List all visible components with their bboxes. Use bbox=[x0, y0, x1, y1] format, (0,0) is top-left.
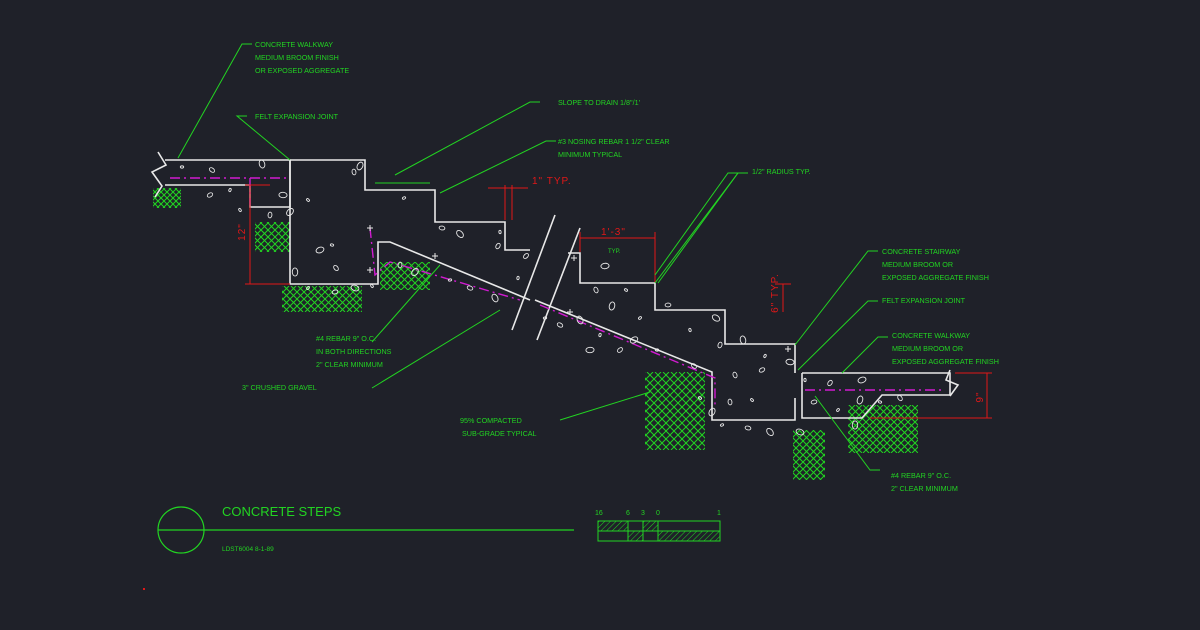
stair-lower-outline bbox=[568, 252, 796, 373]
dim-tread: 1'-3" bbox=[601, 227, 626, 238]
break-line-a bbox=[511, 214, 556, 331]
break-line-left bbox=[150, 151, 168, 198]
stair-lower-underside bbox=[534, 299, 796, 421]
note-rebar-main: #4 REBAR 9" O.C. IN BOTH DIRECTIONS 2" C… bbox=[316, 334, 393, 369]
note-felt-joint-top: FELT EXPANSION JOINT bbox=[255, 112, 339, 121]
dim-riser: 6" TYP. bbox=[770, 273, 781, 313]
scale-bar: 16 6 3 0 1 bbox=[595, 510, 721, 542]
nosing-rebar-markers bbox=[367, 225, 791, 352]
subgrade-hatching bbox=[153, 188, 918, 480]
note-rebar-bottom: #4 REBAR 9" O.C. 2" CLEAR MINIMUM bbox=[891, 471, 958, 493]
concrete-section-upper bbox=[150, 151, 531, 301]
break-line-right bbox=[944, 369, 960, 397]
note-gravel: 3" CRUSHED GRAVEL bbox=[242, 383, 317, 392]
scale-label-16: 16 bbox=[595, 510, 603, 517]
drawing-date: 8-1-89 bbox=[255, 546, 274, 553]
stair-upper-underside bbox=[289, 160, 531, 301]
dim-tread-typ: TYP. bbox=[608, 249, 621, 255]
dim-right-depth: 9" bbox=[975, 391, 986, 402]
note-subgrade: 95% COMPACTED SUB-GRADE TYPICAL bbox=[460, 416, 537, 438]
concrete-section-lower bbox=[511, 214, 960, 421]
scale-label-6: 6 bbox=[626, 510, 630, 517]
break-line-b bbox=[536, 227, 581, 341]
drawing-title: CONCRETE STEPS bbox=[222, 504, 342, 519]
dim-left-depth: 12" bbox=[237, 223, 248, 241]
walkway-slab-right bbox=[801, 372, 951, 419]
note-walkway-bottom: CONCRETE WALKWAY MEDIUM BROOM OR EXPOSED… bbox=[892, 331, 999, 366]
note-walkway-top: CONCRETE WALKWAY MEDIUM BROOM FINISH OR … bbox=[255, 40, 349, 75]
leader-lines bbox=[177, 43, 888, 471]
note-felt-joint-bottom: FELT EXPANSION JOINT bbox=[882, 296, 966, 305]
dim-nosing-typ: 1" TYP. bbox=[532, 176, 572, 187]
walkway-slab-left bbox=[165, 159, 291, 208]
note-radius: 1/2" RADIUS TYP. bbox=[752, 167, 811, 176]
concrete-aggregate bbox=[179, 159, 903, 437]
scale-label-0: 0 bbox=[656, 510, 660, 517]
annotations: CONCRETE WALKWAY MEDIUM BROOM FINISH OR … bbox=[242, 40, 999, 493]
drawing-number: LDST6004 bbox=[222, 546, 253, 553]
scale-label-1: 1 bbox=[717, 510, 721, 517]
note-stairway: CONCRETE STAIRWAY MEDIUM BROOM OR EXPOSE… bbox=[882, 247, 989, 282]
note-nosing: #3 NOSING REBAR 1 1/2" CLEAR MINIMUM TYP… bbox=[558, 137, 672, 159]
scale-label-3: 3 bbox=[641, 510, 645, 517]
dimensions: 12" 1" TYP. 1'-3" TYP. 6" TYP. 9" bbox=[143, 176, 992, 590]
title-block: CONCRETE STEPS LDST6004 8-1-89 bbox=[157, 504, 574, 554]
note-slope: SLOPE TO DRAIN 1/8"/1' bbox=[558, 98, 641, 107]
stair-upper-outline bbox=[290, 159, 530, 251]
